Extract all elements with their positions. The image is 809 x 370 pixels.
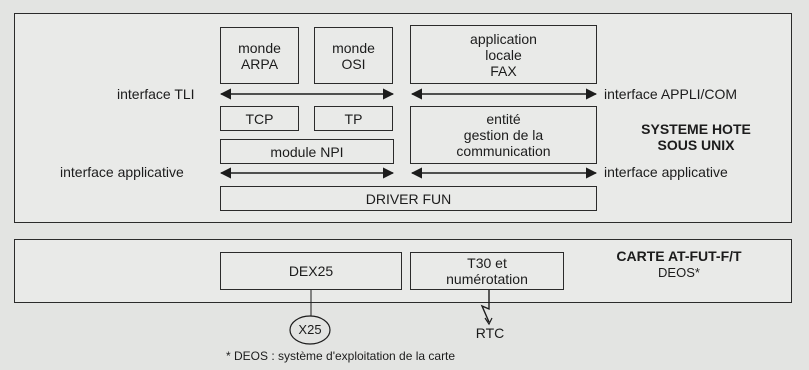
label-deos: DEOS* (658, 265, 700, 280)
label-interface-appli-com: interface APPLI/COM (604, 86, 738, 102)
box-monde-arpa: monde ARPA (220, 27, 299, 84)
box-module-npi: module NPI (220, 139, 394, 164)
label-rtc: RTC (475, 325, 505, 341)
box-monde-osi: monde OSI (314, 27, 393, 84)
x25-cloud (289, 315, 331, 345)
box-entite-gestion-communication: entité gestion de la communication (410, 106, 597, 164)
box-t30-numerotation: T30 et numérotation (410, 252, 564, 290)
label-systeme-hote: SYSTEME HOTE (641, 121, 751, 137)
rtc-lightning-icon (480, 290, 490, 323)
label-interface-applicative-right: interface applicative (604, 164, 728, 180)
label-sous-unix: SOUS UNIX (657, 137, 735, 153)
footnote-deos: * DEOS : système d'exploitation de la ca… (226, 349, 456, 363)
label-x25: X25 (298, 322, 322, 337)
label-carte-at-fut-ft: CARTE AT-FUT-F/T (616, 248, 742, 264)
card-frame (14, 239, 792, 303)
label-interface-applicative-left: interface applicative (60, 164, 184, 180)
label-interface-tli: interface TLI (117, 86, 195, 102)
box-application-locale-fax: application locale FAX (410, 25, 597, 84)
box-dex25: DEX25 (220, 252, 402, 290)
box-driver-fun: DRIVER FUN (220, 186, 597, 211)
box-tp: TP (314, 106, 393, 131)
box-tcp: TCP (220, 106, 299, 131)
